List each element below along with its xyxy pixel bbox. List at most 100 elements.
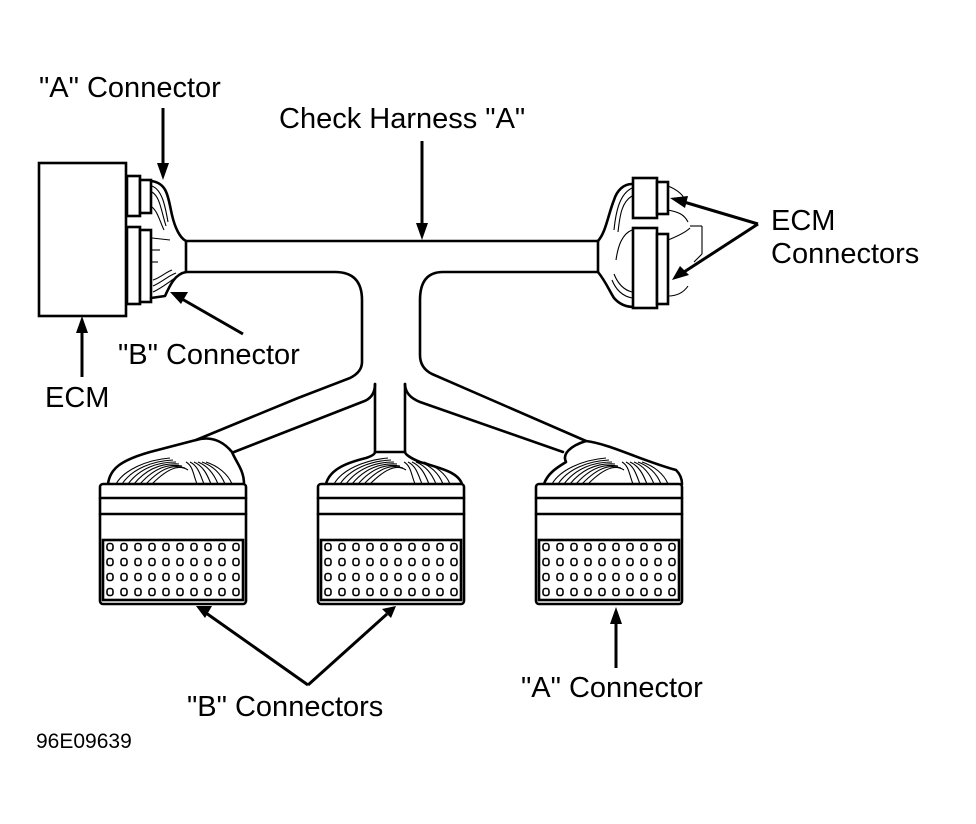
connector-pin [436,572,444,582]
connector-pin [422,542,430,552]
connector-pin [640,557,648,567]
connector-pin [162,557,170,567]
connector-pin [106,572,114,582]
wire-strand [423,461,451,485]
arrow-b-connectors [196,606,396,687]
figure-code: 96E09639 [36,730,132,753]
connector-pin [380,557,388,567]
harness-a-connector [534,439,684,606]
connector-pin [106,557,114,567]
connector-pin [450,542,458,552]
harness-ecm-connector-bundle [596,182,636,309]
wire-strand [551,457,607,485]
wire-strand [193,461,212,485]
wire-strand [625,461,641,485]
connector-pin [556,542,564,552]
wire-strand [411,461,430,485]
connector-pin [394,587,402,597]
connector-pin [148,542,156,552]
wire-strand [189,461,205,485]
connector-pin [570,557,578,567]
connector-pin [120,557,128,567]
connector-pin [366,557,374,567]
wire-strand [201,461,226,485]
wire-strand [205,461,233,485]
connector-boot [542,439,684,486]
wire-strand [569,463,616,485]
connector-pin [556,587,564,597]
wire-strand [407,461,423,485]
connector-pin [232,572,240,582]
connector-pin [190,587,198,597]
wire-strand [369,466,407,485]
connector-pin [584,572,592,582]
label-ecm-a-connector: "A" Connector [39,72,221,104]
connector-pin [394,572,402,582]
connector-pin [394,557,402,567]
connector-pin [640,587,648,597]
connector-pin [450,572,458,582]
connector-pin [218,587,226,597]
label-harness-a-connector: "A" Connector [521,672,703,704]
connector-pin [176,557,184,567]
connector-pin [204,542,212,552]
connector-pin [190,557,198,567]
connector-pin [232,587,240,597]
wire-strand [403,461,416,485]
connector-pin [380,572,388,582]
harness-b-connector-2 [316,450,466,606]
connector-pin [542,542,550,552]
connector-pin [542,587,550,597]
connector-pin [162,542,170,552]
connector-pin [134,572,142,582]
connector-pin [598,542,606,552]
wire-strand [575,464,619,485]
wire-strand [127,461,177,485]
wire-strand [563,461,613,485]
connector-pin [134,587,142,597]
label-ecm: ECM [45,382,110,414]
connector-pin [556,572,564,582]
wire-strand [637,461,662,485]
connector-pin [218,557,226,567]
connector-pin [324,572,332,582]
wire-strand [641,461,669,485]
wire-strand [633,461,655,485]
connector-pin [436,542,444,552]
harness-ecm-connector-lower [631,225,703,310]
wire-strand [339,459,392,485]
connector-pin [204,587,212,597]
connector-pin [134,557,142,567]
connector-pin [450,587,458,597]
connector-pin [148,587,156,597]
wire-strand [419,461,444,485]
wire-strand [197,461,219,485]
ecm-a-connector [125,174,153,218]
connector-pin [338,542,346,552]
arrow-harness-a-connector [610,607,622,668]
wire-strand [133,463,180,485]
connector-pin [352,572,360,582]
arrow-check-harness [416,141,428,240]
label-b-connectors: "B" Connectors [187,691,384,723]
connector-pin [542,557,550,567]
arrow-ecm-a-connector [157,108,169,180]
label-ecm-connectors-line2: Connectors [771,238,920,270]
connector-pin [148,557,156,567]
connector-pin [584,587,592,597]
wire-strand [115,457,171,485]
wire-strand [557,459,610,485]
connector-pin [612,557,620,567]
connector-pin [324,542,332,552]
connector-pin [120,587,128,597]
connector-pin [120,572,128,582]
connector-pin [106,542,114,552]
connector-pin [668,542,676,552]
connector-pin [338,572,346,582]
connector-pin [654,587,662,597]
connector-pin [598,587,606,597]
wire-strand [351,463,398,485]
connector-pin [366,587,374,597]
connector-pin [134,542,142,552]
